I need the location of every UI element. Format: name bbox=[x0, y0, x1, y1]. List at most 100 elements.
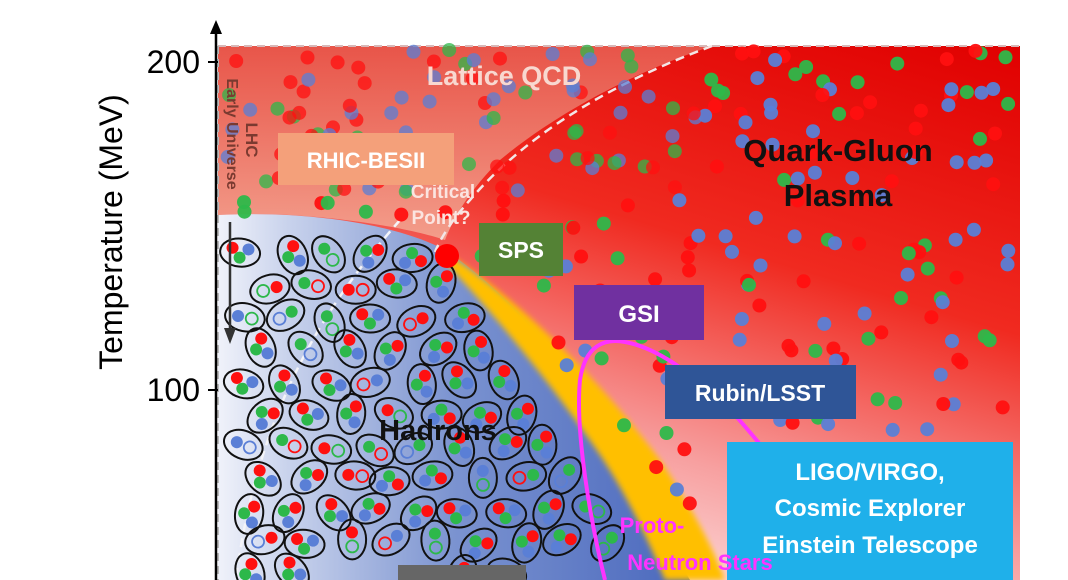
quark-dot bbox=[486, 92, 501, 107]
quark-dot bbox=[974, 85, 989, 100]
quark-dot bbox=[894, 291, 908, 305]
hadron-particle bbox=[420, 399, 463, 430]
quark-dot bbox=[229, 54, 244, 68]
hadron-particle bbox=[396, 304, 437, 338]
quark-dot bbox=[337, 181, 352, 196]
quark-dot bbox=[422, 94, 437, 109]
hadron-particle bbox=[463, 329, 494, 372]
quark-dot bbox=[551, 335, 566, 350]
quark-dot bbox=[988, 126, 1002, 141]
quark-dot bbox=[398, 184, 413, 199]
quark-dot bbox=[330, 55, 345, 70]
quark-dot bbox=[863, 95, 878, 110]
hadron-particle bbox=[488, 425, 528, 461]
quark-dot bbox=[857, 306, 872, 321]
ligo-box bbox=[727, 442, 1013, 580]
hadron-particle bbox=[290, 269, 332, 300]
hadron-particle bbox=[271, 493, 305, 534]
proto-label-line1: Proto- bbox=[620, 513, 685, 538]
rubin-lsst-box bbox=[665, 365, 856, 419]
quark-dot bbox=[763, 97, 778, 112]
hadron-particle bbox=[224, 302, 266, 333]
quark-dot bbox=[518, 85, 533, 100]
quark-dot bbox=[735, 134, 750, 149]
quark-dot bbox=[817, 316, 832, 331]
quark-dot bbox=[708, 99, 722, 114]
hadron-particle bbox=[444, 302, 486, 334]
hadron-particle bbox=[443, 426, 476, 467]
quark-dot bbox=[225, 122, 240, 137]
hadron-particle bbox=[467, 456, 498, 499]
quark-dot bbox=[574, 249, 589, 264]
hadron-particle bbox=[290, 459, 329, 495]
quark-dot bbox=[787, 229, 802, 244]
hadron-particle bbox=[311, 235, 346, 274]
quark-dot bbox=[667, 180, 682, 195]
quark-dot bbox=[852, 236, 867, 251]
quark-dot bbox=[746, 44, 761, 59]
hadron-particle bbox=[244, 460, 282, 497]
crossover-band bbox=[445, 252, 725, 580]
down-arrow-icon bbox=[224, 328, 236, 344]
quark-dot bbox=[781, 338, 796, 353]
quark-dot bbox=[790, 171, 805, 186]
hadron-particle bbox=[349, 366, 391, 399]
quark-dot bbox=[549, 148, 564, 163]
ligo-label-line1: LIGO/VIRGO, bbox=[795, 459, 944, 486]
quark-dot bbox=[738, 115, 753, 130]
quark-dot bbox=[583, 52, 597, 67]
quark-dot bbox=[320, 195, 335, 210]
quark-dot bbox=[220, 149, 235, 164]
quark-dot bbox=[973, 131, 987, 146]
hadron-particle bbox=[288, 399, 330, 431]
quark-dot bbox=[900, 267, 915, 282]
quark-dot bbox=[874, 188, 889, 203]
hadron-particle bbox=[283, 528, 326, 559]
hadron-particle bbox=[506, 394, 538, 436]
proto-label-line2: Neutron Stars bbox=[627, 550, 772, 575]
hadron-particle bbox=[527, 423, 558, 466]
quark-dot bbox=[659, 426, 674, 440]
quark-dot bbox=[570, 152, 585, 167]
quark-dot bbox=[849, 106, 864, 121]
hadron-particle bbox=[368, 466, 411, 497]
hadron-particle bbox=[420, 519, 451, 562]
quark-dot bbox=[1000, 257, 1015, 272]
quark-dot bbox=[351, 60, 366, 75]
quark-dot bbox=[667, 144, 682, 159]
ligo-label-line3: Einstein Telescope bbox=[762, 532, 978, 559]
quark-dot bbox=[821, 417, 836, 432]
quark-dot bbox=[462, 157, 476, 172]
gsi-label: GSI bbox=[618, 301, 659, 328]
quark-dot bbox=[394, 207, 409, 222]
quark-dot bbox=[826, 341, 841, 356]
quark-dot bbox=[486, 111, 501, 125]
hadron-particle bbox=[542, 522, 582, 557]
quark-dot bbox=[986, 177, 1001, 192]
critical-point-marker bbox=[435, 244, 459, 268]
quark-dot bbox=[986, 82, 1001, 96]
quark-dot bbox=[785, 415, 800, 430]
hadron-particle bbox=[487, 359, 520, 401]
quark-dot bbox=[384, 106, 399, 120]
hadron-particle bbox=[336, 393, 367, 435]
quark-dot bbox=[704, 72, 719, 87]
lhc-label: LHC bbox=[242, 123, 261, 158]
quark-dot bbox=[732, 332, 747, 347]
quark-dot bbox=[850, 75, 865, 90]
quark-dot bbox=[874, 325, 889, 340]
hadron-particle bbox=[223, 428, 264, 461]
quark-dot bbox=[301, 72, 316, 87]
y-axis-arrow-icon bbox=[210, 20, 222, 34]
quark-dot bbox=[465, 71, 480, 86]
quark-dot bbox=[222, 88, 237, 102]
quark-dot bbox=[1001, 243, 1016, 258]
quark-dot bbox=[466, 53, 481, 68]
quark-dot bbox=[620, 48, 635, 63]
quark-dot bbox=[618, 79, 632, 94]
hadron-particle bbox=[352, 234, 388, 273]
quark-dot bbox=[259, 174, 274, 189]
quark-dot bbox=[501, 79, 516, 94]
quark-dot bbox=[691, 228, 706, 243]
hadron-particle bbox=[371, 522, 411, 557]
